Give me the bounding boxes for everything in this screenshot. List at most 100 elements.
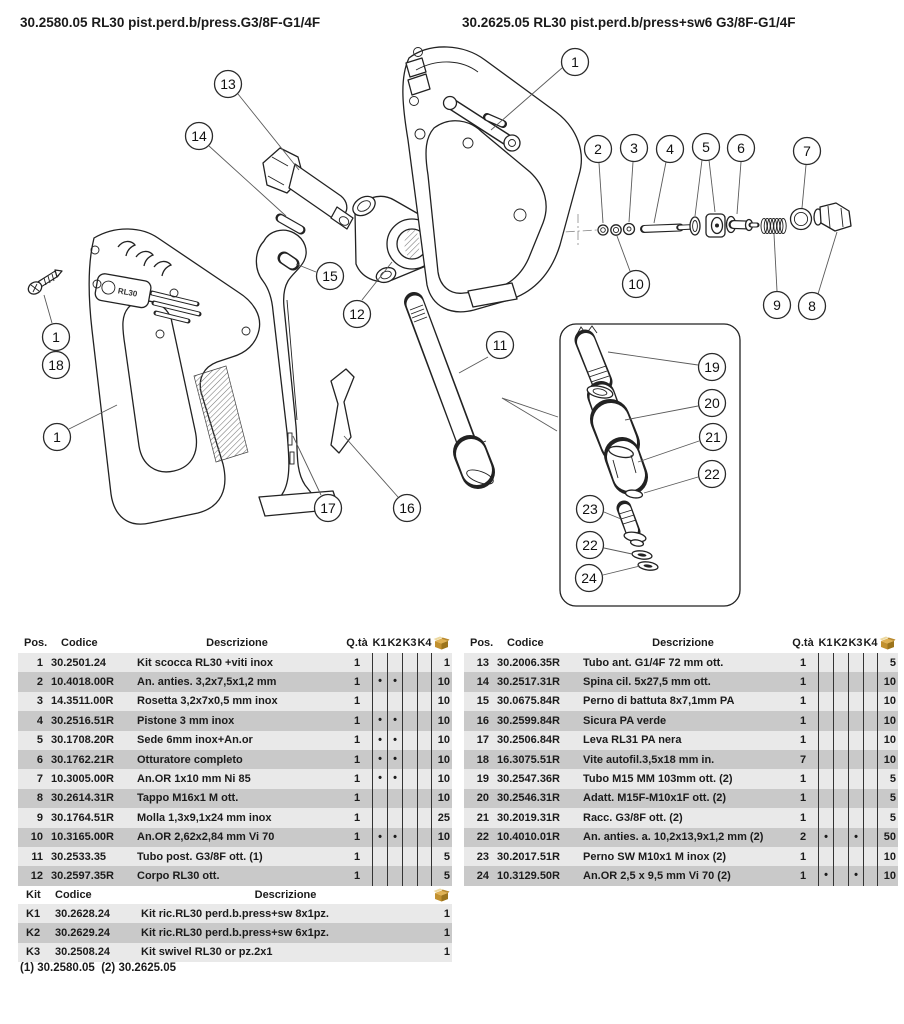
callout-number-12: 12 [349, 306, 365, 322]
callout-circle-16 [392, 493, 422, 523]
desc-cell: Vite autofil.3,5x18 mm in. [583, 753, 715, 766]
callout-circle-21 [698, 422, 728, 452]
pos-cell: 8 [36, 792, 43, 805]
footnote: (1) 30.2580.05 (2) 30.2625.05 [20, 962, 177, 974]
desc-cell: Otturatore completo [137, 753, 243, 766]
pos-cell: 20 [476, 792, 489, 805]
header-k3: K3 [848, 636, 863, 649]
code-cell: 30.1764.51R [51, 811, 114, 824]
callout-number-23: 23 [582, 501, 598, 517]
kit-mark-cell [833, 827, 848, 847]
kit-mark-cell [417, 749, 432, 770]
kit-mark-cell: • [372, 827, 387, 847]
screw-hole [413, 47, 423, 57]
carton-qty-cell: 5 [889, 792, 896, 805]
carton-qty-cell: 10 [883, 695, 896, 708]
callout-number-8: 8 [808, 298, 816, 314]
carton-qty-cell: 10 [437, 773, 450, 786]
kit-mark-cell: • [372, 749, 387, 770]
callout-number-17: 17 [320, 500, 336, 516]
kit-mark-cell [387, 653, 402, 673]
carton-box-icon [432, 632, 452, 653]
kit-mark-cell [833, 711, 848, 731]
desc-cell: Adatt. M15F-M10x1F ott. (2) [583, 792, 727, 805]
kit-mark-cell [848, 808, 863, 828]
callout-number-16: 16 [399, 500, 415, 516]
pos-cell: 4 [36, 714, 43, 727]
desc-cell: Perno SW M10x1 M inox (2) [583, 850, 727, 863]
kit-mark-cell [372, 653, 387, 673]
leader-line-4 [653, 161, 667, 224]
code-cell: 30.2017.51R [497, 850, 560, 863]
header-qta: Q.tà [792, 636, 814, 649]
kit-mark-cell [417, 730, 432, 750]
screw-hole [90, 245, 100, 255]
pos-cell: 13 [476, 656, 489, 669]
kit-mark-cell [833, 691, 848, 712]
qty-cell: 1 [799, 656, 807, 669]
axis-centerline [429, 229, 598, 241]
pos-cell: 16 [476, 714, 489, 727]
kit-mark-cell [848, 691, 863, 712]
carton-qty-cell: 1 [443, 927, 450, 940]
qty-cell: 1 [799, 695, 807, 708]
callout-circle-23 [575, 494, 605, 524]
leader-line-1 [490, 67, 563, 131]
callout-circle-13 [213, 69, 243, 99]
carton-qty-cell: 10 [437, 734, 450, 747]
qty-cell: 1 [353, 714, 361, 727]
kit-mark-cell [863, 672, 878, 692]
callout-number-22: 22 [582, 537, 598, 553]
code-cell: 30.2597.35R [51, 869, 114, 882]
desc-cell: Sede 6mm inox+An.or [137, 734, 253, 747]
code-cell: 30.2628.24 [55, 907, 111, 920]
code-cell: 30.2546.31R [497, 792, 560, 805]
screw-part-drawing [27, 269, 63, 295]
leader-line-21 [637, 440, 700, 463]
kit-mark-cell [372, 846, 387, 867]
code-cell: 30.2516.51R [51, 714, 114, 727]
pos-cell: 5 [36, 734, 43, 747]
pos-cell: 18 [476, 753, 489, 766]
leader-line-7 [801, 164, 807, 209]
code-cell: 30.1708.20R [51, 734, 114, 747]
qty-cell: 1 [799, 792, 807, 805]
header-k1: K1 [818, 636, 833, 649]
kit-mark-cell [818, 711, 833, 731]
kit-mark-cell: • [387, 749, 402, 770]
kit-mark-cell [402, 730, 417, 750]
carton-qty-cell: 10 [883, 869, 896, 882]
kit-mark-cell: • [848, 827, 863, 847]
qty-cell: 7 [799, 753, 807, 766]
callout-circle-7 [792, 136, 822, 166]
kit-mark-cell: • [372, 730, 387, 750]
carton-qty-cell: 10 [883, 734, 896, 747]
code-cell: 10.4018.00R [51, 676, 114, 689]
callout-circle-20 [697, 388, 727, 418]
pos-cell: 24 [476, 869, 489, 882]
pos-cell: 14 [476, 676, 489, 689]
carton-qty-cell: 10 [437, 792, 450, 805]
callout-number-1: 1 [52, 329, 60, 345]
desc-cell: Kit ric.RL30 perd.b.press+sw 8x1pz. [141, 907, 329, 920]
qty-cell: 1 [353, 734, 361, 747]
leader-line-10 [616, 235, 631, 272]
kit-mark-cell [833, 808, 848, 828]
carton-qty-cell: 10 [437, 831, 450, 844]
leader-line-22 [643, 476, 699, 494]
qty-cell: 1 [353, 792, 361, 805]
kit-mark-cell [417, 827, 432, 847]
qty-cell: 1 [353, 773, 361, 786]
leader-line-6 [736, 161, 742, 215]
callout-number-22: 22 [704, 466, 720, 482]
desc-cell: Sicura PA verde [583, 714, 667, 727]
callout-number-24: 24 [581, 570, 597, 586]
